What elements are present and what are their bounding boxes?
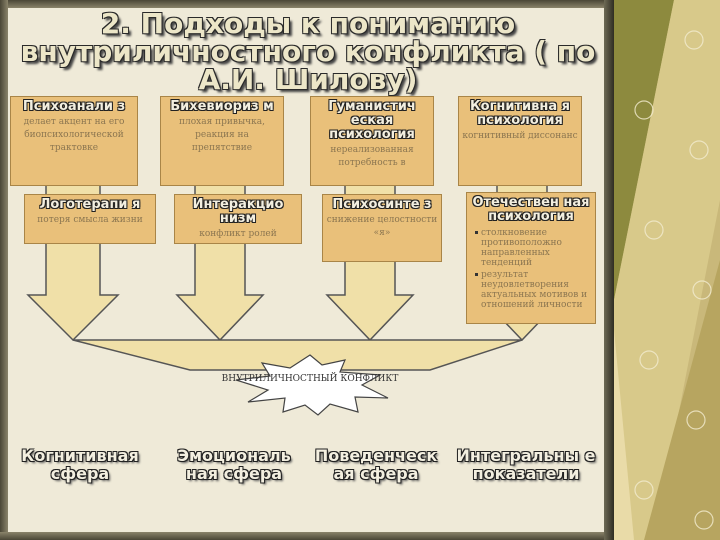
box-heading: Бихевиориз м [170, 99, 274, 114]
arrow-merge [72, 339, 523, 371]
slide-frame-top [0, 0, 612, 8]
box-heading: Психосинте з [332, 197, 432, 212]
box-description: когнитивный диссонанс [462, 131, 578, 141]
box-heading: Интеракцио низм [192, 197, 284, 226]
slide-frame-left [0, 0, 8, 540]
box-logotherapy: Логотерапи я потеря смысла жизни [24, 194, 156, 244]
conflict-burst [235, 354, 389, 416]
box-description: делает акцент на его биопсихологической … [23, 117, 125, 153]
decorative-side-panel [614, 0, 720, 540]
slide-frame-right [604, 0, 614, 540]
box-psychoanalysis: Психоанали з делает акцент на его биопси… [10, 96, 138, 186]
bullet-list: столкновение противоположно направленных… [467, 228, 595, 310]
box-cognitive: Когнитивна я психология когнитивный дисс… [458, 96, 582, 186]
bottom-label-cognitive: Когнитивная сфера [21, 446, 139, 483]
list-item: результат неудовлетворения актуальных мо… [475, 270, 591, 310]
center-conflict-label: ВНУТРИЛИЧНОСТНЫЙ КОНФЛИКТ [221, 374, 399, 384]
box-heading: Психоанали з [22, 99, 126, 114]
box-heading: Отечествен ная психология [472, 195, 590, 224]
box-behaviorism: Бихевиориз м плохая привычка, реакция на… [160, 96, 284, 186]
box-description: конфликт ролей [199, 229, 277, 239]
bottom-label-behavioral: Поведенческ ая сфера [314, 446, 438, 483]
box-psychosynthesis: Психосинте з снижение целостности «я» [322, 194, 442, 262]
box-description: потеря смысла жизни [37, 215, 143, 225]
box-description: плохая привычка, реакция на препятствие [179, 117, 265, 153]
box-domestic-psychology: Отечествен ная психология столкновение п… [466, 192, 596, 324]
list-item: столкновение противоположно направленных… [475, 228, 591, 268]
slide-frame-bottom [0, 532, 612, 540]
box-heading: Логотерапи я [39, 197, 141, 212]
bottom-label-emotional: Эмоциональ ная сфера [177, 446, 291, 483]
box-description: снижение целостности «я» [326, 215, 438, 238]
bottom-label-integral: Интегральны е показатели [456, 446, 596, 483]
box-interactionism: Интеракцио низм конфликт ролей [174, 194, 302, 244]
box-heading: Гуманистич еская психология [328, 99, 416, 142]
box-description: нереализованная потребность в [330, 145, 414, 168]
slide-title: 2. Подходы к пониманию внутриличностного… [20, 7, 596, 96]
box-heading: Когнитивна я психология [470, 99, 570, 128]
box-humanistic: Гуманистич еская психология нереализован… [310, 96, 434, 186]
floral-pattern-icon [614, 0, 720, 540]
